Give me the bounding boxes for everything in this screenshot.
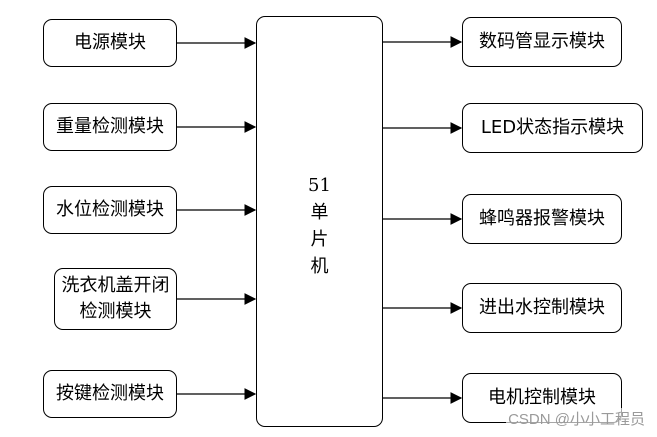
water-level-module-box: 水位检测模块: [43, 186, 177, 234]
weight-detect-module-label: 重量检测模块: [56, 116, 164, 137]
key-detect-module-box: 按键检测模块: [43, 370, 177, 418]
watermark-text: CSDN @小小工程员: [506, 408, 647, 429]
buzzer-module-label: 蜂鸣器报警模块: [479, 208, 605, 229]
display-module-box: 数码管显示模块: [462, 17, 622, 67]
lid-detect-module-box: 洗衣机盖开闭检测模块: [54, 268, 177, 330]
power-module-label: 电源模块: [74, 32, 146, 53]
power-module-box: 电源模块: [43, 19, 177, 67]
weight-detect-module-box: 重量检测模块: [43, 103, 177, 151]
lid-detect-module-label: 洗衣机盖开闭检测模块: [61, 275, 170, 322]
motor-control-module-label: 电机控制模块: [488, 387, 596, 408]
buzzer-module-box: 蜂鸣器报警模块: [462, 194, 622, 244]
mcu-box: [256, 16, 383, 427]
mcu-label-line: 机: [310, 256, 329, 277]
led-module-box: LED状态指示模块: [462, 103, 643, 153]
water-control-module-box: 进出水控制模块: [462, 283, 622, 333]
display-module-label: 数码管显示模块: [479, 31, 605, 52]
mcu-label-line: 51: [308, 175, 331, 196]
mcu-label-line: 片: [310, 229, 329, 250]
water-level-module-label: 水位检测模块: [56, 199, 164, 220]
led-module-label: LED状态指示模块: [480, 117, 625, 138]
mcu-label-line: 单: [310, 202, 329, 223]
mcu-label: 51 单 片 机: [256, 172, 383, 280]
water-control-module-label: 进出水控制模块: [479, 297, 605, 318]
key-detect-module-label: 按键检测模块: [56, 383, 164, 404]
